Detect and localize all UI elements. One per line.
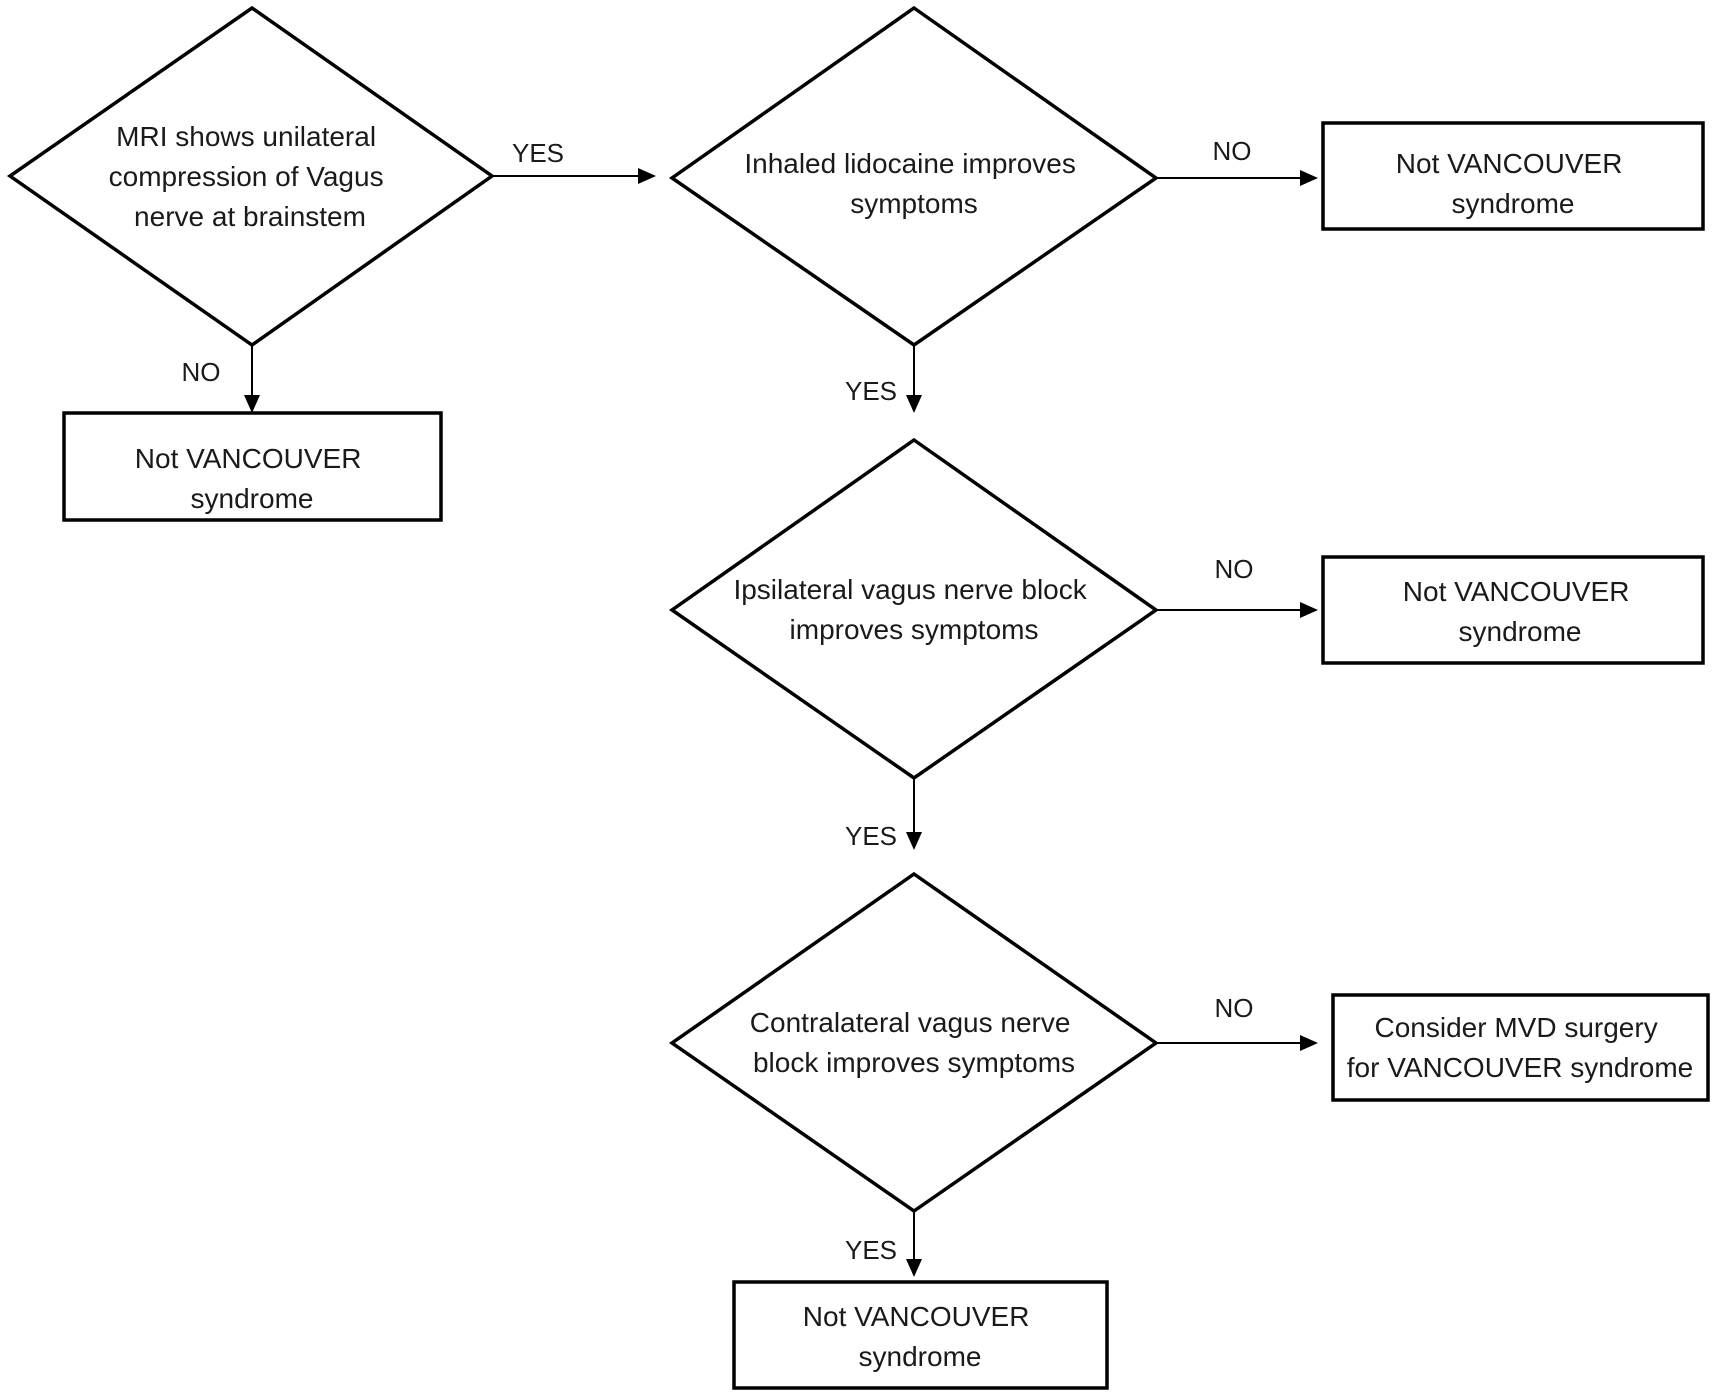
result-not-vancouver-1-box xyxy=(62,411,443,522)
result-not-vancouver-1-line-1: Not VANCOUVER xyxy=(135,443,362,474)
result-not-vancouver-1-line-2: syndrome xyxy=(191,483,314,514)
decision-contralateral-diamond xyxy=(668,871,1160,1214)
result-mvd-surgery-line-1: Consider MVD surgery xyxy=(1375,1012,1658,1043)
decision-lidocaine-text: Inhaled lidocaine improves symptoms xyxy=(744,148,1083,219)
edge-label-contralateral-yes: YES xyxy=(845,1235,897,1265)
edge-label-ipsilateral-yes: YES xyxy=(845,821,897,851)
decision-mri-line-1: MRI shows unilateral xyxy=(116,121,376,152)
result-not-vancouver-3-line-1: Not VANCOUVER xyxy=(1403,576,1630,607)
result-not-vancouver-2: Not VANCOUVER syndrome xyxy=(1321,121,1705,231)
edge-label-mri-yes: YES xyxy=(512,138,564,168)
decision-contralateral-text: Contralateral vagus nerve block improves… xyxy=(750,1007,1078,1078)
decision-ipsilateral-line-2: improves symptoms xyxy=(790,614,1039,645)
result-mvd-surgery-text: Consider MVD surgery for VANCOUVER syndr… xyxy=(1347,1012,1693,1083)
result-not-vancouver-4-line-2: syndrome xyxy=(859,1341,982,1372)
result-not-vancouver-3: Not VANCOUVER syndrome xyxy=(1321,555,1705,665)
result-not-vancouver-1: Not VANCOUVER syndrome xyxy=(62,411,443,522)
decision-ipsilateral: Ipsilateral vagus nerve block improves s… xyxy=(668,437,1160,781)
result-not-vancouver-4-box xyxy=(732,1280,1109,1390)
decision-mri-line-3: nerve at brainstem xyxy=(134,201,366,232)
connector-lidocaine-no xyxy=(1156,170,1318,186)
decision-contralateral-line-1: Contralateral vagus nerve xyxy=(750,1007,1071,1038)
decision-mri-diamond xyxy=(6,5,496,348)
connector-ipsilateral-yes xyxy=(906,778,922,850)
result-not-vancouver-2-text: Not VANCOUVER syndrome xyxy=(1396,148,1630,219)
decision-ipsilateral-line-1: Ipsilateral vagus nerve block xyxy=(733,574,1087,605)
result-mvd-surgery: Consider MVD surgery for VANCOUVER syndr… xyxy=(1331,993,1710,1102)
result-not-vancouver-4-line-1: Not VANCOUVER xyxy=(803,1301,1030,1332)
edge-label-lidocaine-no: NO xyxy=(1213,136,1252,166)
decision-contralateral: Contralateral vagus nerve block improves… xyxy=(668,871,1160,1214)
connector-mri-yes xyxy=(492,168,656,184)
result-not-vancouver-3-box xyxy=(1321,555,1705,665)
result-not-vancouver-3-line-2: syndrome xyxy=(1459,616,1582,647)
decision-lidocaine-line-2: symptoms xyxy=(850,188,978,219)
connector-contralateral-yes xyxy=(906,1211,922,1277)
result-not-vancouver-2-line-2: syndrome xyxy=(1452,188,1575,219)
connector-contralateral-no xyxy=(1156,1035,1318,1051)
decision-ipsilateral-diamond xyxy=(668,437,1160,781)
connector-mri-no xyxy=(244,345,260,413)
decision-lidocaine-line-1: Inhaled lidocaine improves xyxy=(744,148,1076,179)
decision-contralateral-line-2: block improves symptoms xyxy=(753,1047,1075,1078)
result-not-vancouver-2-box xyxy=(1321,121,1705,231)
decision-mri: MRI shows unilateral compression of Vagu… xyxy=(6,5,496,348)
result-not-vancouver-4-text: Not VANCOUVER syndrome xyxy=(803,1301,1037,1372)
decision-mri-text: MRI shows unilateral compression of Vagu… xyxy=(109,121,392,232)
edge-label-mri-no: NO xyxy=(182,357,221,387)
connector-lidocaine-yes xyxy=(906,345,922,413)
result-not-vancouver-1-text: Not VANCOUVER syndrome xyxy=(135,443,369,514)
decision-lidocaine-diamond xyxy=(668,5,1160,348)
result-not-vancouver-3-text: Not VANCOUVER syndrome xyxy=(1403,576,1637,647)
decision-ipsilateral-text: Ipsilateral vagus nerve block improves s… xyxy=(733,574,1094,645)
decision-lidocaine: Inhaled lidocaine improves symptoms xyxy=(668,5,1160,348)
result-not-vancouver-4: Not VANCOUVER syndrome xyxy=(732,1280,1109,1390)
edge-label-ipsilateral-no: NO xyxy=(1215,554,1254,584)
edge-label-contralateral-no: NO xyxy=(1215,993,1254,1023)
decision-mri-line-2: compression of Vagus xyxy=(109,161,384,192)
result-mvd-surgery-box xyxy=(1331,993,1710,1102)
connector-ipsilateral-no xyxy=(1156,602,1318,618)
result-mvd-surgery-line-2: for VANCOUVER syndrome xyxy=(1347,1052,1693,1083)
edge-label-lidocaine-yes: YES xyxy=(845,376,897,406)
result-not-vancouver-2-line-1: Not VANCOUVER xyxy=(1396,148,1623,179)
